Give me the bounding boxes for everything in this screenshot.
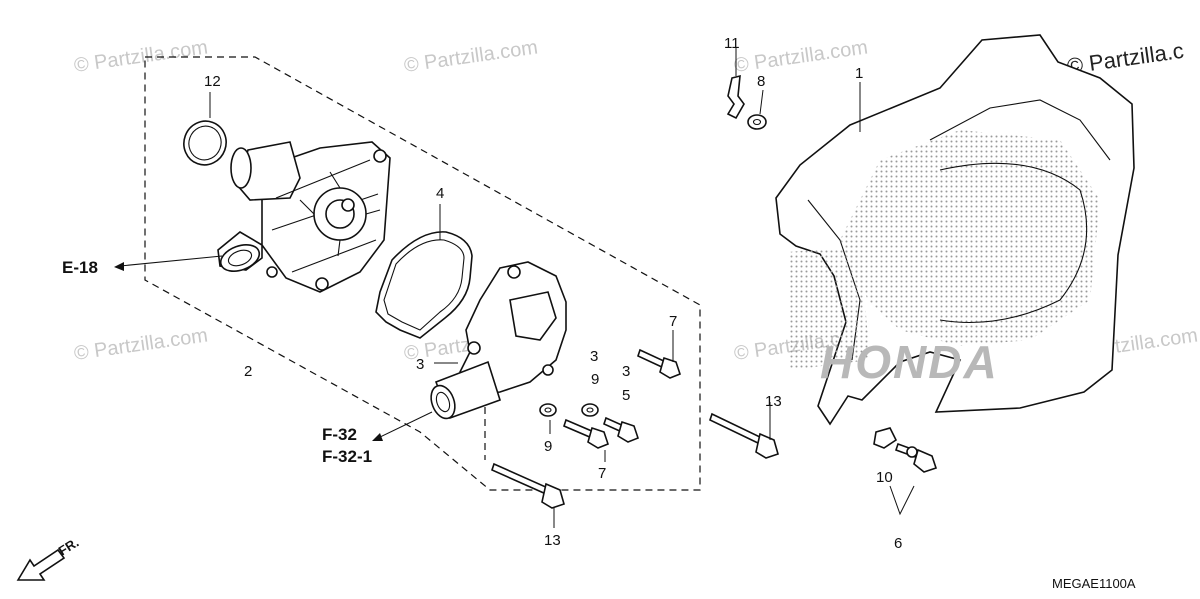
assembly-outline (144, 56, 701, 491)
dotted-wing-emblem (840, 130, 1100, 346)
watermark: © Partzilla.com (733, 36, 870, 77)
bolt-7b (563, 418, 609, 449)
callout-11: 11 (724, 35, 740, 52)
ref-f32-1: F-32-1 (322, 447, 372, 466)
callout-7a: 7 (669, 313, 677, 330)
clip-11 (726, 74, 745, 120)
callout-13b: 13 (544, 532, 561, 549)
reference-arrows (114, 255, 433, 441)
callout-4: 4 (436, 185, 444, 202)
callout-13a: 13 (765, 393, 782, 410)
callout-8: 8 (757, 73, 765, 90)
ref-f32: F-32 (322, 425, 357, 444)
callout-12: 12 (204, 73, 221, 90)
callout-2: 2 (244, 363, 252, 380)
callout-5: 5 (622, 387, 630, 404)
side-cover-1: HONDA (775, 34, 1135, 426)
bolt-7a (637, 348, 681, 379)
o-ring-12 (183, 120, 227, 166)
water-pump-cover (430, 261, 567, 420)
washer-9b (581, 403, 599, 417)
callout-10: 10 (876, 469, 893, 486)
bolt-5 (603, 416, 639, 443)
gasket-4-inner (383, 239, 465, 331)
reference-labels: E-18 F-32 F-32-1 (62, 258, 372, 466)
callout-9b: 9 (544, 438, 552, 455)
callout-1: 1 (855, 65, 863, 82)
diagram-code: MEGAE1100A (1052, 576, 1136, 591)
water-pump-body (217, 141, 391, 293)
bolt-13a (709, 412, 779, 459)
washer-9a (539, 403, 557, 417)
arrow-icon (16, 548, 66, 581)
cover-honda-logo: HONDA (820, 336, 999, 388)
callout-3b: 3 (590, 348, 598, 365)
collar-10 (873, 427, 898, 449)
front-direction-arrow: FR. (16, 535, 81, 581)
callout-9a: 9 (591, 371, 599, 388)
watermark: © Partzilla.com (403, 36, 540, 77)
leader-lines (209, 48, 915, 528)
callout-6: 6 (894, 535, 902, 552)
washer-8 (747, 114, 767, 130)
callouts: 12 2 4 3 3 3 9 9 5 7 7 13 13 11 8 1 10 6 (204, 35, 902, 552)
callout-7b: 7 (598, 465, 606, 482)
bolt-6 (894, 442, 938, 473)
ref-e18: E-18 (62, 258, 98, 277)
watermark: © Partzilla.com (73, 36, 210, 77)
watermark: © Partzilla.com (73, 324, 210, 365)
callout-3c: 3 (622, 363, 630, 380)
bolt-13b (491, 462, 565, 509)
callout-3a: 3 (416, 356, 424, 373)
gasket-4 (375, 231, 473, 339)
